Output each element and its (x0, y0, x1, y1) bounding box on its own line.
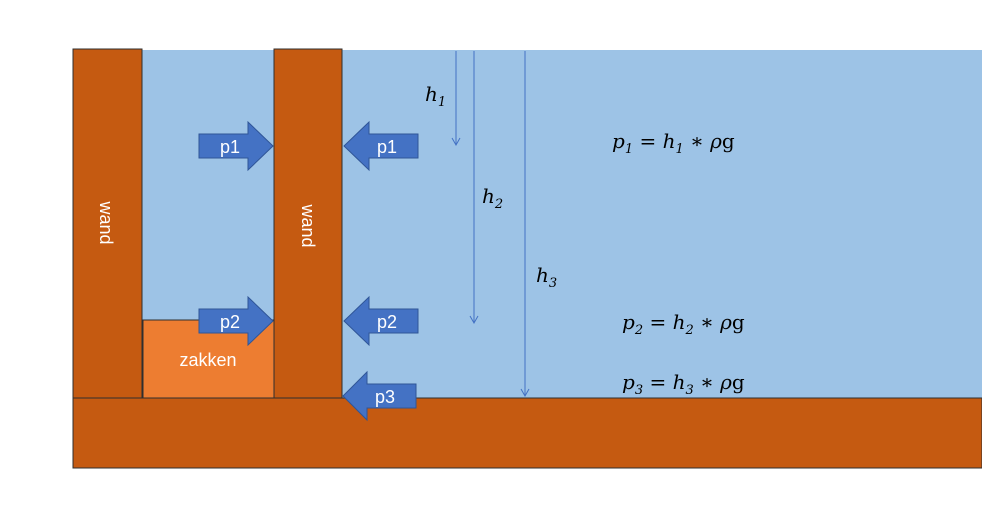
formula-p1: p1 = h1 ∗ ρg (612, 129, 735, 157)
h1-label: h1 (425, 82, 446, 110)
wall-middle (273, 48, 343, 399)
arrow-p1-left: p1 (198, 120, 274, 172)
h3-label: h3 (536, 263, 557, 291)
water-right-basin (342, 50, 982, 398)
depth-line-h3 (520, 51, 530, 398)
arrow-p2-left: p2 (198, 295, 274, 347)
arrow-p2-right: p2 (343, 295, 419, 347)
arrow-p3-label: p3 (375, 387, 395, 407)
arrow-p3: p3 (342, 370, 417, 422)
arrow-p2-left-label: p2 (220, 312, 240, 332)
arrow-p2-right-label: p2 (377, 312, 397, 332)
floor-base (72, 397, 982, 469)
arrow-p1-right-label: p1 (377, 137, 397, 157)
h2-label: h2 (482, 184, 503, 212)
arrow-p1-right: p1 (343, 120, 419, 172)
formula-p2: p2 = h2 ∗ ρg (622, 310, 745, 338)
formula-p3: p3 = h3 ∗ ρg (622, 370, 745, 398)
depth-line-h2 (469, 51, 479, 325)
depth-line-h1 (451, 51, 461, 147)
bags-label: zakken (179, 350, 236, 370)
wall-middle-label: wand (298, 203, 318, 247)
wall-left (72, 48, 143, 399)
arrow-p1-left-label: p1 (220, 137, 240, 157)
wall-left-label: wand (96, 200, 116, 244)
water-left-basin (142, 50, 274, 320)
